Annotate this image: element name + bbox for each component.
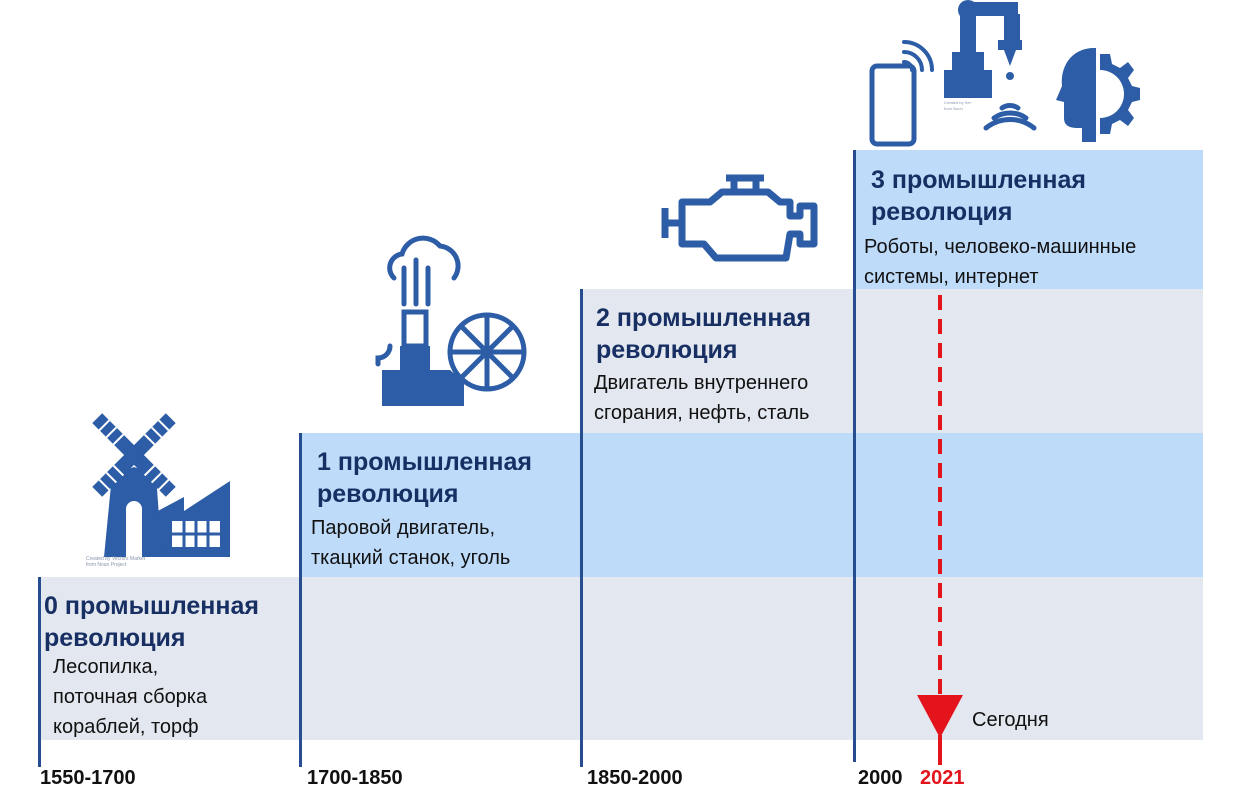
timeline-line-0 (38, 577, 41, 767)
robot-arm-icon: Created by Ser from Noun (944, 0, 1037, 131)
period-label-0: 1550-1700 (40, 767, 136, 789)
svg-text:from Noun: from Noun (944, 106, 963, 111)
band-era-1 (300, 433, 1203, 577)
band-era-0 (40, 577, 1203, 740)
today-year-label: 2021 (920, 767, 965, 789)
windmill-factory-icon (92, 413, 230, 557)
timeline-line-1 (299, 433, 302, 767)
era-1-description: Паровой двигатель,ткацкий станок, уголь (311, 517, 511, 569)
today-marker-arrow (917, 295, 963, 765)
band-era-2 (581, 289, 1203, 433)
period-label-1: 1700-1850 (307, 767, 403, 789)
smartphone-wifi-icon (869, 40, 934, 147)
timeline-line-2 (580, 289, 583, 767)
ai-head-gear-icon (1056, 48, 1140, 142)
today-label: Сегодня (972, 709, 1049, 731)
svg-text:Created by Ser: Created by Ser (944, 100, 972, 105)
steam-engine-icon (375, 235, 527, 406)
timeline-line-3 (853, 150, 856, 762)
engine-icon (661, 174, 818, 262)
period-label-3: 2000 (858, 767, 903, 789)
band-era-3 (855, 150, 1203, 289)
period-label-2: 1850-2000 (587, 767, 683, 789)
